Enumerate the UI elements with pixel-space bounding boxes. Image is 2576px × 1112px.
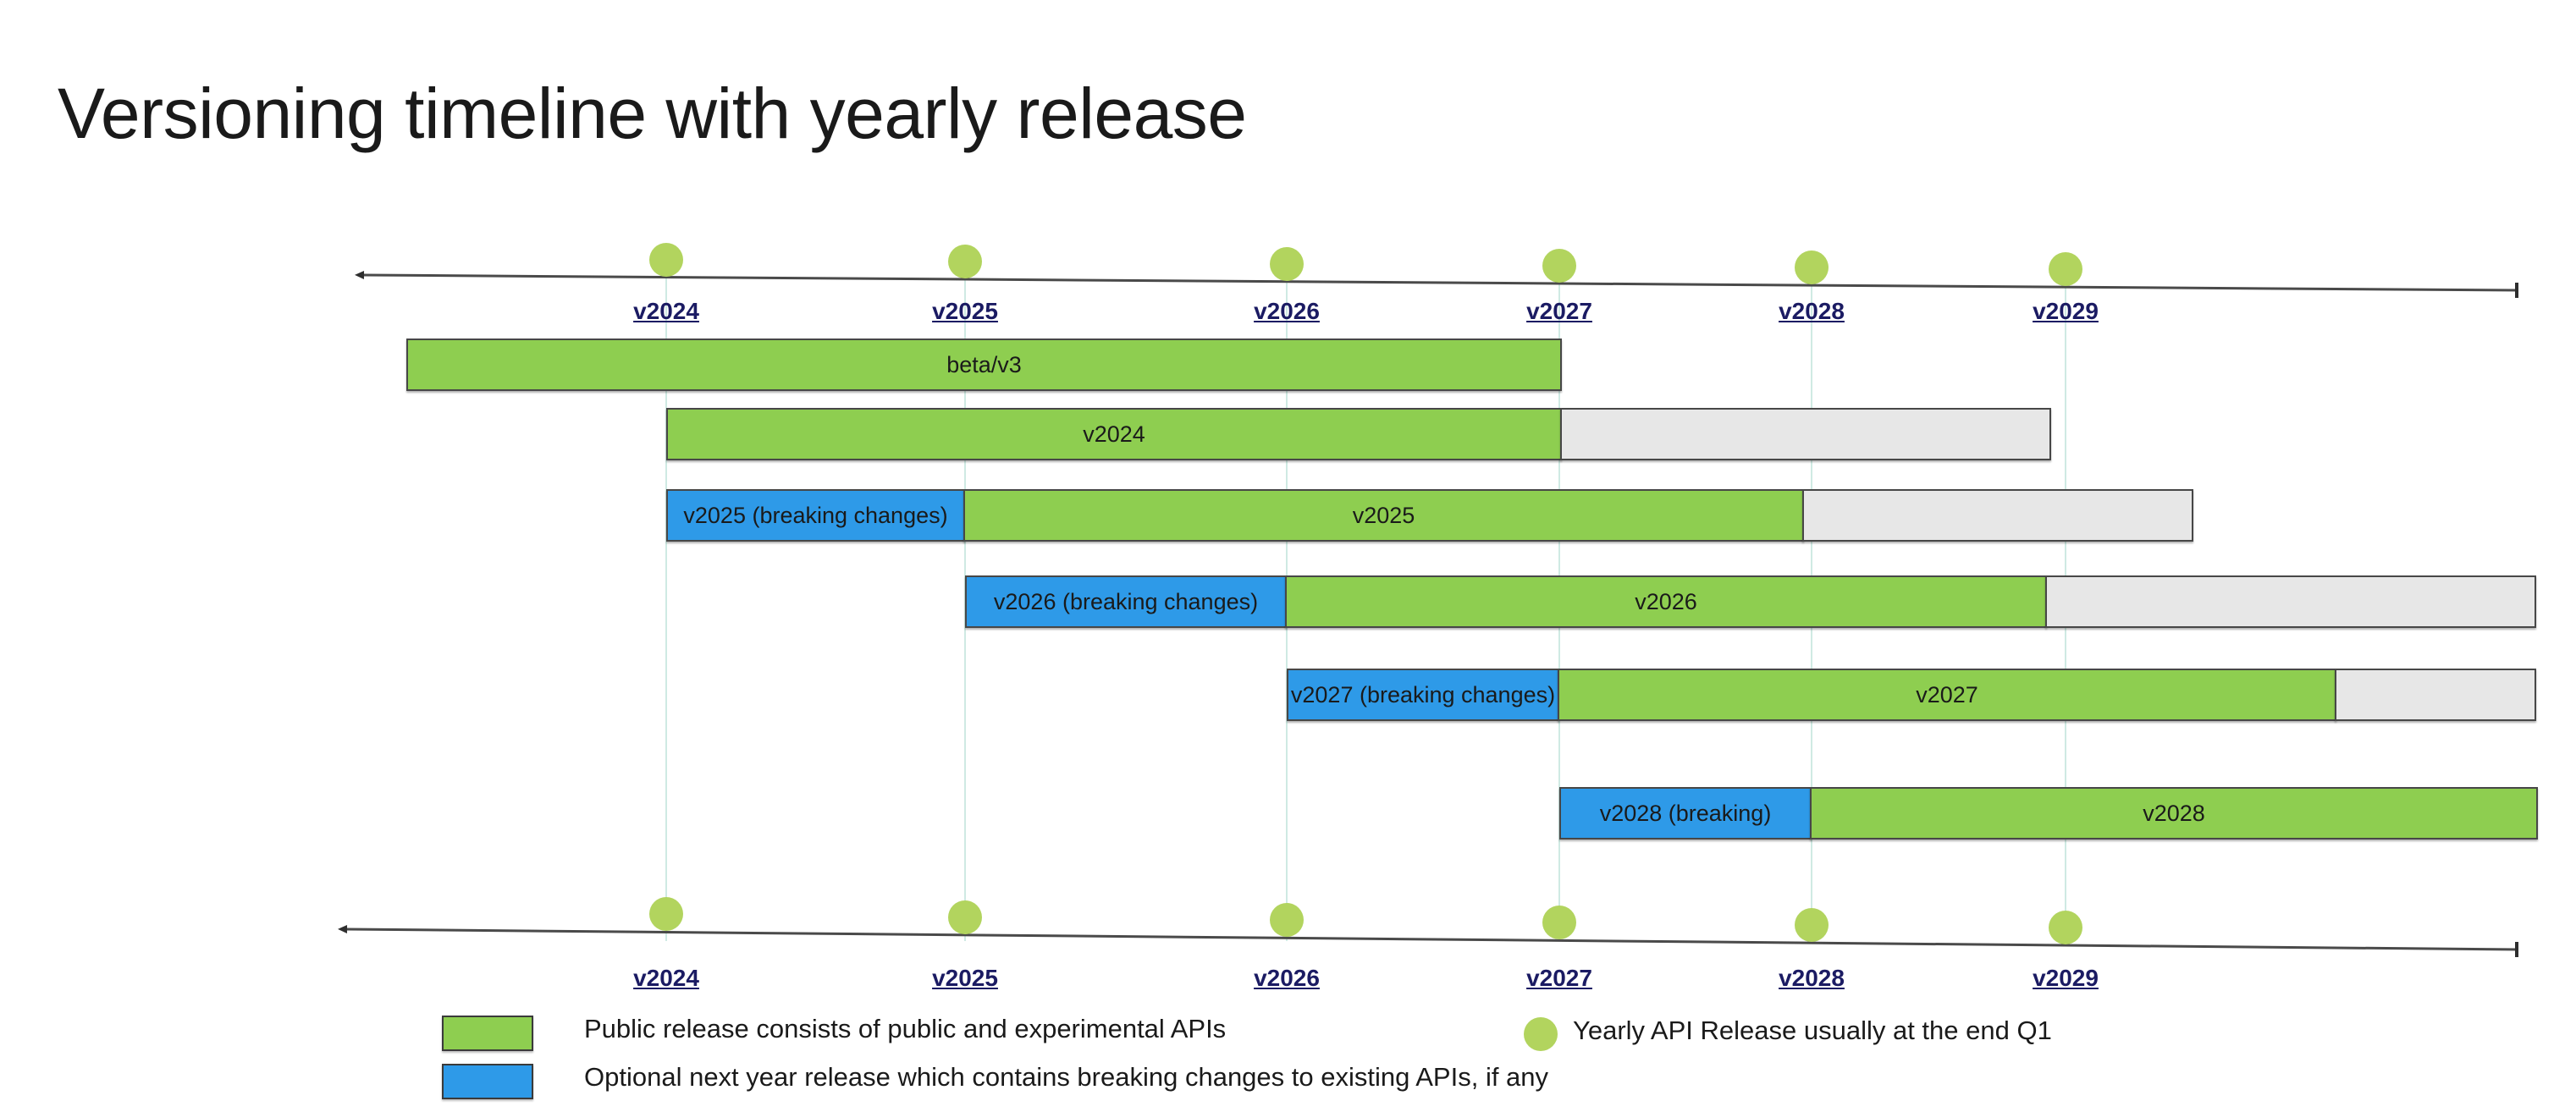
bar-segment-blue-v2028[interactable]: v2028 (breaking) [1559, 787, 1812, 840]
axis-label-v2025[interactable]: v2025 [932, 298, 998, 324]
axis-label-v2026[interactable]: v2026 [1254, 298, 1320, 324]
bar-segment-gray-v2027[interactable] [2335, 669, 2536, 721]
bar-row-beta-v3: beta/v3 [406, 339, 1562, 391]
bar-segment-blue-v2025[interactable]: v2025 (breaking changes) [666, 489, 965, 542]
bar-row-v2024: v2024 [666, 408, 2053, 460]
bar-segment-gray-v2025[interactable] [1802, 489, 2193, 542]
bar-segment-green-v2025[interactable]: v2025 [963, 489, 1804, 542]
bar-segment-blue-v2027[interactable]: v2027 (breaking changes) [1287, 669, 1559, 721]
bar-row-v2028: v2028 (breaking)v2028 [1559, 787, 2540, 840]
bar-row-v2026: v2026 (breaking changes)v2026 [965, 575, 2540, 628]
axis-marker-v2027[interactable] [1542, 906, 1576, 940]
bar-segment-green-v2028[interactable]: v2028 [1810, 787, 2538, 840]
bar-segment-green-beta-v3[interactable]: beta/v3 [406, 339, 1562, 391]
bar-segment-gray-v2024[interactable] [1560, 408, 2051, 460]
legend-label-yearly-release: Yearly API Release usually at the end Q1 [1573, 1016, 2052, 1045]
legend-label-breaking-changes: Optional next year release which contain… [584, 1062, 1549, 1092]
bar-segment-green-v2027[interactable]: v2027 [1558, 669, 2336, 721]
bar-segment-green-v2026[interactable]: v2026 [1285, 575, 2047, 628]
axis-marker-v2029[interactable] [2049, 252, 2082, 287]
axis-label-v2028[interactable]: v2028 [1779, 965, 1845, 991]
axis-marker-v2024[interactable] [649, 242, 683, 277]
axis-label-v2027[interactable]: v2027 [1526, 965, 1592, 991]
axis-marker-v2026[interactable] [1270, 246, 1304, 281]
axis-marker-v2028[interactable] [1795, 908, 1829, 943]
bar-row-v2025: v2025 (breaking changes)v2025 [666, 489, 2197, 542]
axis-marker-v2025[interactable] [948, 900, 982, 934]
bar-segment-gray-v2026[interactable] [2045, 575, 2536, 628]
bar-segment-green-v2024[interactable]: v2024 [666, 408, 1562, 460]
legend-label-public-release: Public release consists of public and ex… [584, 1014, 1227, 1043]
bar-segment-blue-v2026[interactable]: v2026 (breaking changes) [965, 575, 1287, 628]
axis-label-v2025[interactable]: v2025 [932, 965, 998, 991]
axis-label-v2028[interactable]: v2028 [1779, 298, 1845, 324]
axis-marker-v2026[interactable] [1270, 903, 1304, 938]
axis-marker-v2024[interactable] [649, 897, 683, 932]
axis-label-v2024[interactable]: v2024 [633, 298, 699, 324]
axis-marker-v2027[interactable] [1542, 248, 1576, 283]
bar-row-v2027: v2027 (breaking changes)v2027 [1287, 669, 2540, 721]
axis-label-v2029[interactable]: v2029 [2033, 298, 2099, 324]
legend-swatch-breaking-changes [442, 1064, 533, 1099]
axis-label-v2024[interactable]: v2024 [633, 965, 699, 991]
legend-swatch-public-release [442, 1016, 533, 1051]
legend-dot-yearly-release [1524, 1017, 1558, 1051]
axis-label-v2026[interactable]: v2026 [1254, 965, 1320, 991]
axis-marker-v2029[interactable] [2049, 910, 2082, 944]
gridline-v2024 [665, 254, 667, 941]
axis-marker-v2028[interactable] [1795, 250, 1829, 285]
axis-marker-v2025[interactable] [948, 245, 982, 279]
page-title: Versioning timeline with yearly release [58, 74, 1247, 153]
axis-label-v2029[interactable]: v2029 [2033, 965, 2099, 991]
axis-label-v2027[interactable]: v2027 [1526, 298, 1592, 324]
